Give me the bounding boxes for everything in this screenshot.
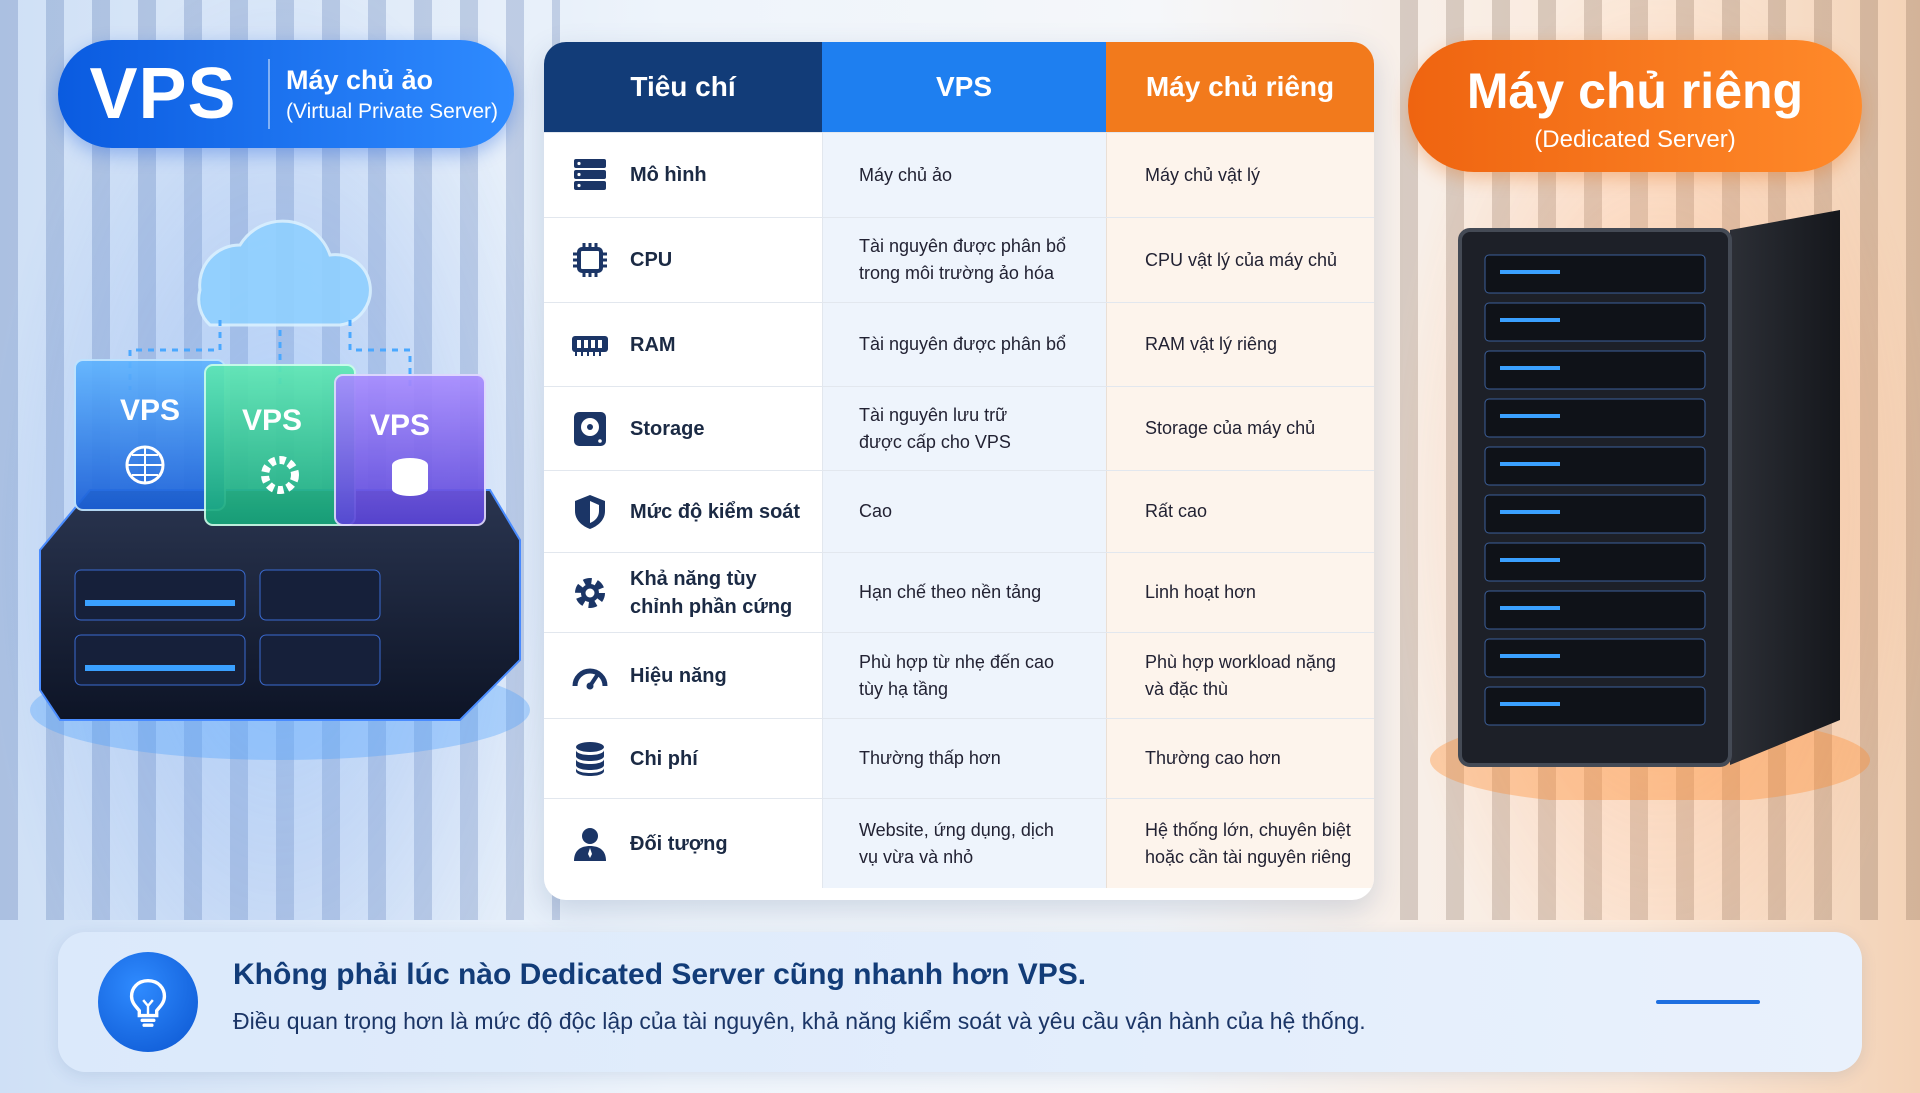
criterion-label: Mô hình [630,164,707,186]
cpu-chip-icon [570,240,610,280]
table-row: Mô hình Máy chủ ảo Máy chủ vật lý [544,132,1374,217]
vps-badge-line1: Máy chủ ảo [286,64,434,95]
coin-stack-icon [570,739,610,779]
dedicated-cell: CPU vật lý của máy chủ [1106,218,1374,302]
criterion-label: Đối tượng [630,832,728,855]
cube-label: VPS [370,409,430,442]
table-row: Đối tượng Website, ứng dụng, dịch vụ vừa… [544,798,1374,888]
cloud-icon [197,219,372,327]
vps-cube-blue: VPS [74,359,226,511]
criterion-label: Storage [630,417,705,440]
tip-heading: Không phải lúc nào Dedicated Server cũng… [233,958,1087,991]
table-row: RAM Tài nguyên được phân bổ RAM vật lý r… [544,302,1374,386]
vps-cell: Tài nguyên được phân bổ trong môi trường… [822,218,1106,302]
vps-illustration: VPS VPS VPS [30,219,530,760]
shield-icon [570,492,610,532]
vps-cell: Tài nguyên lưu trữ được cấp cho VPS [822,387,1106,470]
criterion-cell: Storage [544,387,822,470]
criterion-label: Chi phí [630,747,698,770]
header-vps: VPS [822,42,1106,132]
tip-text: Điều quan trọng hơn là mức độ độc lập củ… [233,1008,1366,1034]
criterion-label: RAM [630,333,676,356]
gear-icon [570,573,610,613]
vps-cell: Hạn chế theo nền tảng [822,553,1106,632]
vps-cell: Máy chủ ảo [822,133,1106,217]
vps-badge-subtitle: Máy chủ ảo (Virtual Private Server) [286,65,498,124]
dedicated-badge: Máy chủ riêng (Dedicated Server) [1408,40,1862,172]
criterion-cell: Mức độ kiểm soát [544,471,822,552]
speedometer-icon [570,656,610,696]
criterion-cell: Đối tượng [544,799,822,888]
vps-badge: VPS Máy chủ ảo (Virtual Private Server) [58,40,514,148]
table-row: Mức độ kiểm soát Cao Rất cao [544,470,1374,552]
ram-module-icon [570,325,610,365]
criterion-label: Hiệu năng [630,664,727,687]
dedicated-cell: Rất cao [1106,471,1374,552]
vps-cell: Phù hợp từ nhẹ đến cao tùy hạ tầng [822,633,1106,718]
vps-cell: Cao [822,471,1106,552]
server-chassis [39,489,521,721]
table-row: Hiệu năng Phù hợp từ nhẹ đến cao tùy hạ … [544,632,1374,718]
criterion-cell: Khả năng tùy chỉnh phần cứng [544,553,822,632]
dedicated-cell: Hệ thống lớn, chuyên biệt hoặc cần tài n… [1106,799,1374,888]
dedicated-cell: Storage của máy chủ [1106,387,1374,470]
dedicated-cell: Linh hoạt hơn [1106,553,1374,632]
vps-badge-title: VPS [89,54,237,134]
vps-cell: Thường thấp hơn [822,719,1106,798]
tip-banner: Không phải lúc nào Dedicated Server cũng… [58,932,1862,1072]
criterion-cell: Chi phí [544,719,822,798]
server-icon [570,155,610,195]
dedicated-rack-illustration [1430,210,1870,800]
criterion-label: Khả năng tùy chỉnh phần cứng [630,567,793,618]
criterion-label: Mức độ kiểm soát [630,500,801,523]
vps-cell: Tài nguyên được phân bổ [822,303,1106,386]
rack-units [1484,254,1706,726]
dedicated-cell: Thường cao hơn [1106,719,1374,798]
cube-label: VPS [242,404,302,437]
criterion-cell: CPU [544,218,822,302]
table-row: Storage Tài nguyên lưu trữ được cấp cho … [544,386,1374,470]
dedicated-badge-line2: (Dedicated Server) [1534,126,1736,153]
dedicated-badge-line1: Máy chủ riêng [1466,63,1804,119]
table-row: Chi phí Thường thấp hơn Thường cao hơn [544,718,1374,798]
criterion-label: CPU [630,249,673,271]
user-icon [570,824,610,864]
comparison-table: Tiêu chí VPS Máy chủ riêng Mô hình Máy c… [544,42,1374,900]
dedicated-cell: Phù hợp workload nặng và đặc thù [1106,633,1374,718]
vps-cube-purple: VPS [334,374,486,526]
header-dedicated: Máy chủ riêng [1106,42,1374,132]
header-criteria: Tiêu chí [544,42,822,132]
cube-label: VPS [120,394,180,427]
criterion-cell: Mô hình [544,133,822,217]
criterion-cell: Hiệu năng [544,633,822,718]
criterion-cell: RAM [544,303,822,386]
vps-badge-line2: (Virtual Private Server) [286,99,499,123]
storage-disk-icon [570,409,610,449]
tip-accent-line [1656,1000,1760,1004]
vps-cell: Website, ứng dụng, dịch vụ vừa và nhỏ [822,799,1106,888]
dedicated-cell: RAM vật lý riêng [1106,303,1374,386]
lightbulb-icon [98,952,198,1052]
table-row: Khả năng tùy chỉnh phần cứng Hạn chế the… [544,552,1374,632]
dedicated-cell: Máy chủ vật lý [1106,133,1374,217]
table-header: Tiêu chí VPS Máy chủ riêng [544,42,1374,132]
vps-cube-green: VPS [204,364,356,526]
table-row: CPU Tài nguyên được phân bổ trong môi tr… [544,217,1374,302]
vps-badge-divider [268,59,270,129]
